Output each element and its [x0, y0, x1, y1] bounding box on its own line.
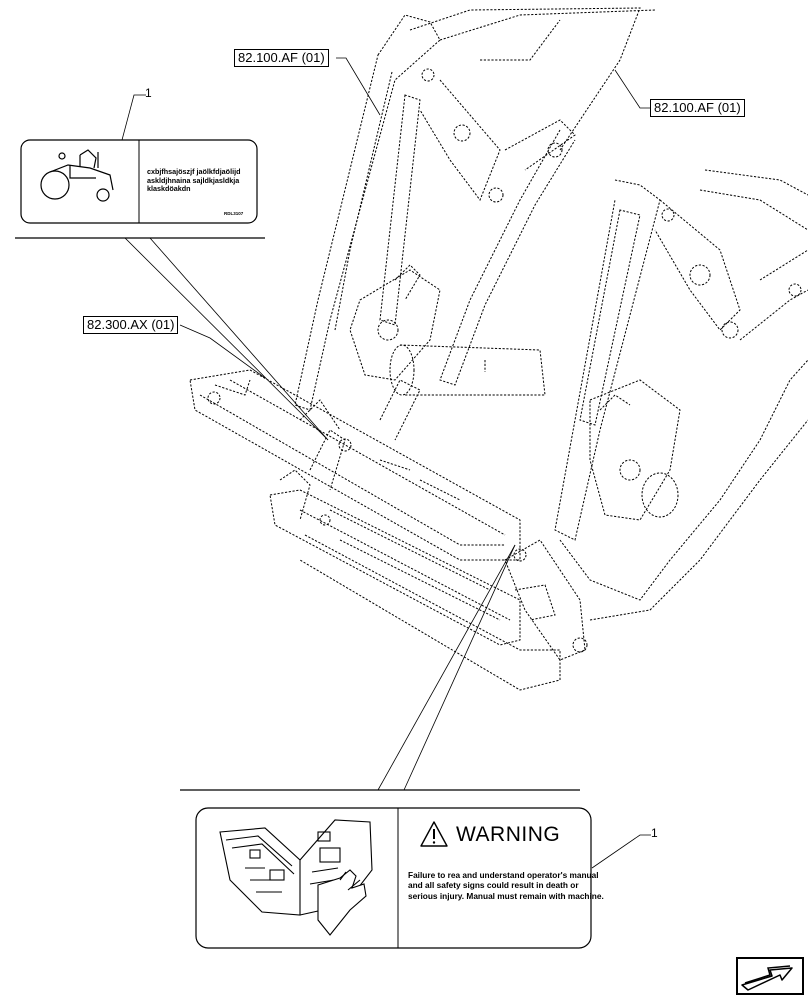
- item-number-top: 1: [145, 86, 152, 100]
- warning-title: WARNING: [456, 823, 561, 846]
- decal-warning: [195, 807, 592, 949]
- warning-triangle-icon: [420, 821, 448, 847]
- leader-lines: [15, 57, 651, 869]
- decal-small-code: RDL3107: [224, 211, 244, 216]
- item-number-bottom: 1: [651, 826, 658, 840]
- manual-book-icon: [219, 819, 373, 936]
- ref-82-300-ax[interactable]: 82.300.AX (01): [83, 316, 179, 334]
- decal-small-text: cxbjfhsajöszjf jaölkfdjaölijd askldjhnai…: [147, 167, 241, 194]
- decal-small: [20, 139, 258, 224]
- warning-body: Failure to rea and understand operator's…: [408, 870, 604, 901]
- loader-frame-drawing: [189, 7, 808, 691]
- tractor-icon: [40, 149, 114, 202]
- ref-82-100-af-left[interactable]: 82.100.AF (01): [234, 49, 329, 67]
- ref-82-100-af-right[interactable]: 82.100.AF (01): [650, 99, 745, 117]
- next-page-arrow-icon[interactable]: [736, 957, 804, 995]
